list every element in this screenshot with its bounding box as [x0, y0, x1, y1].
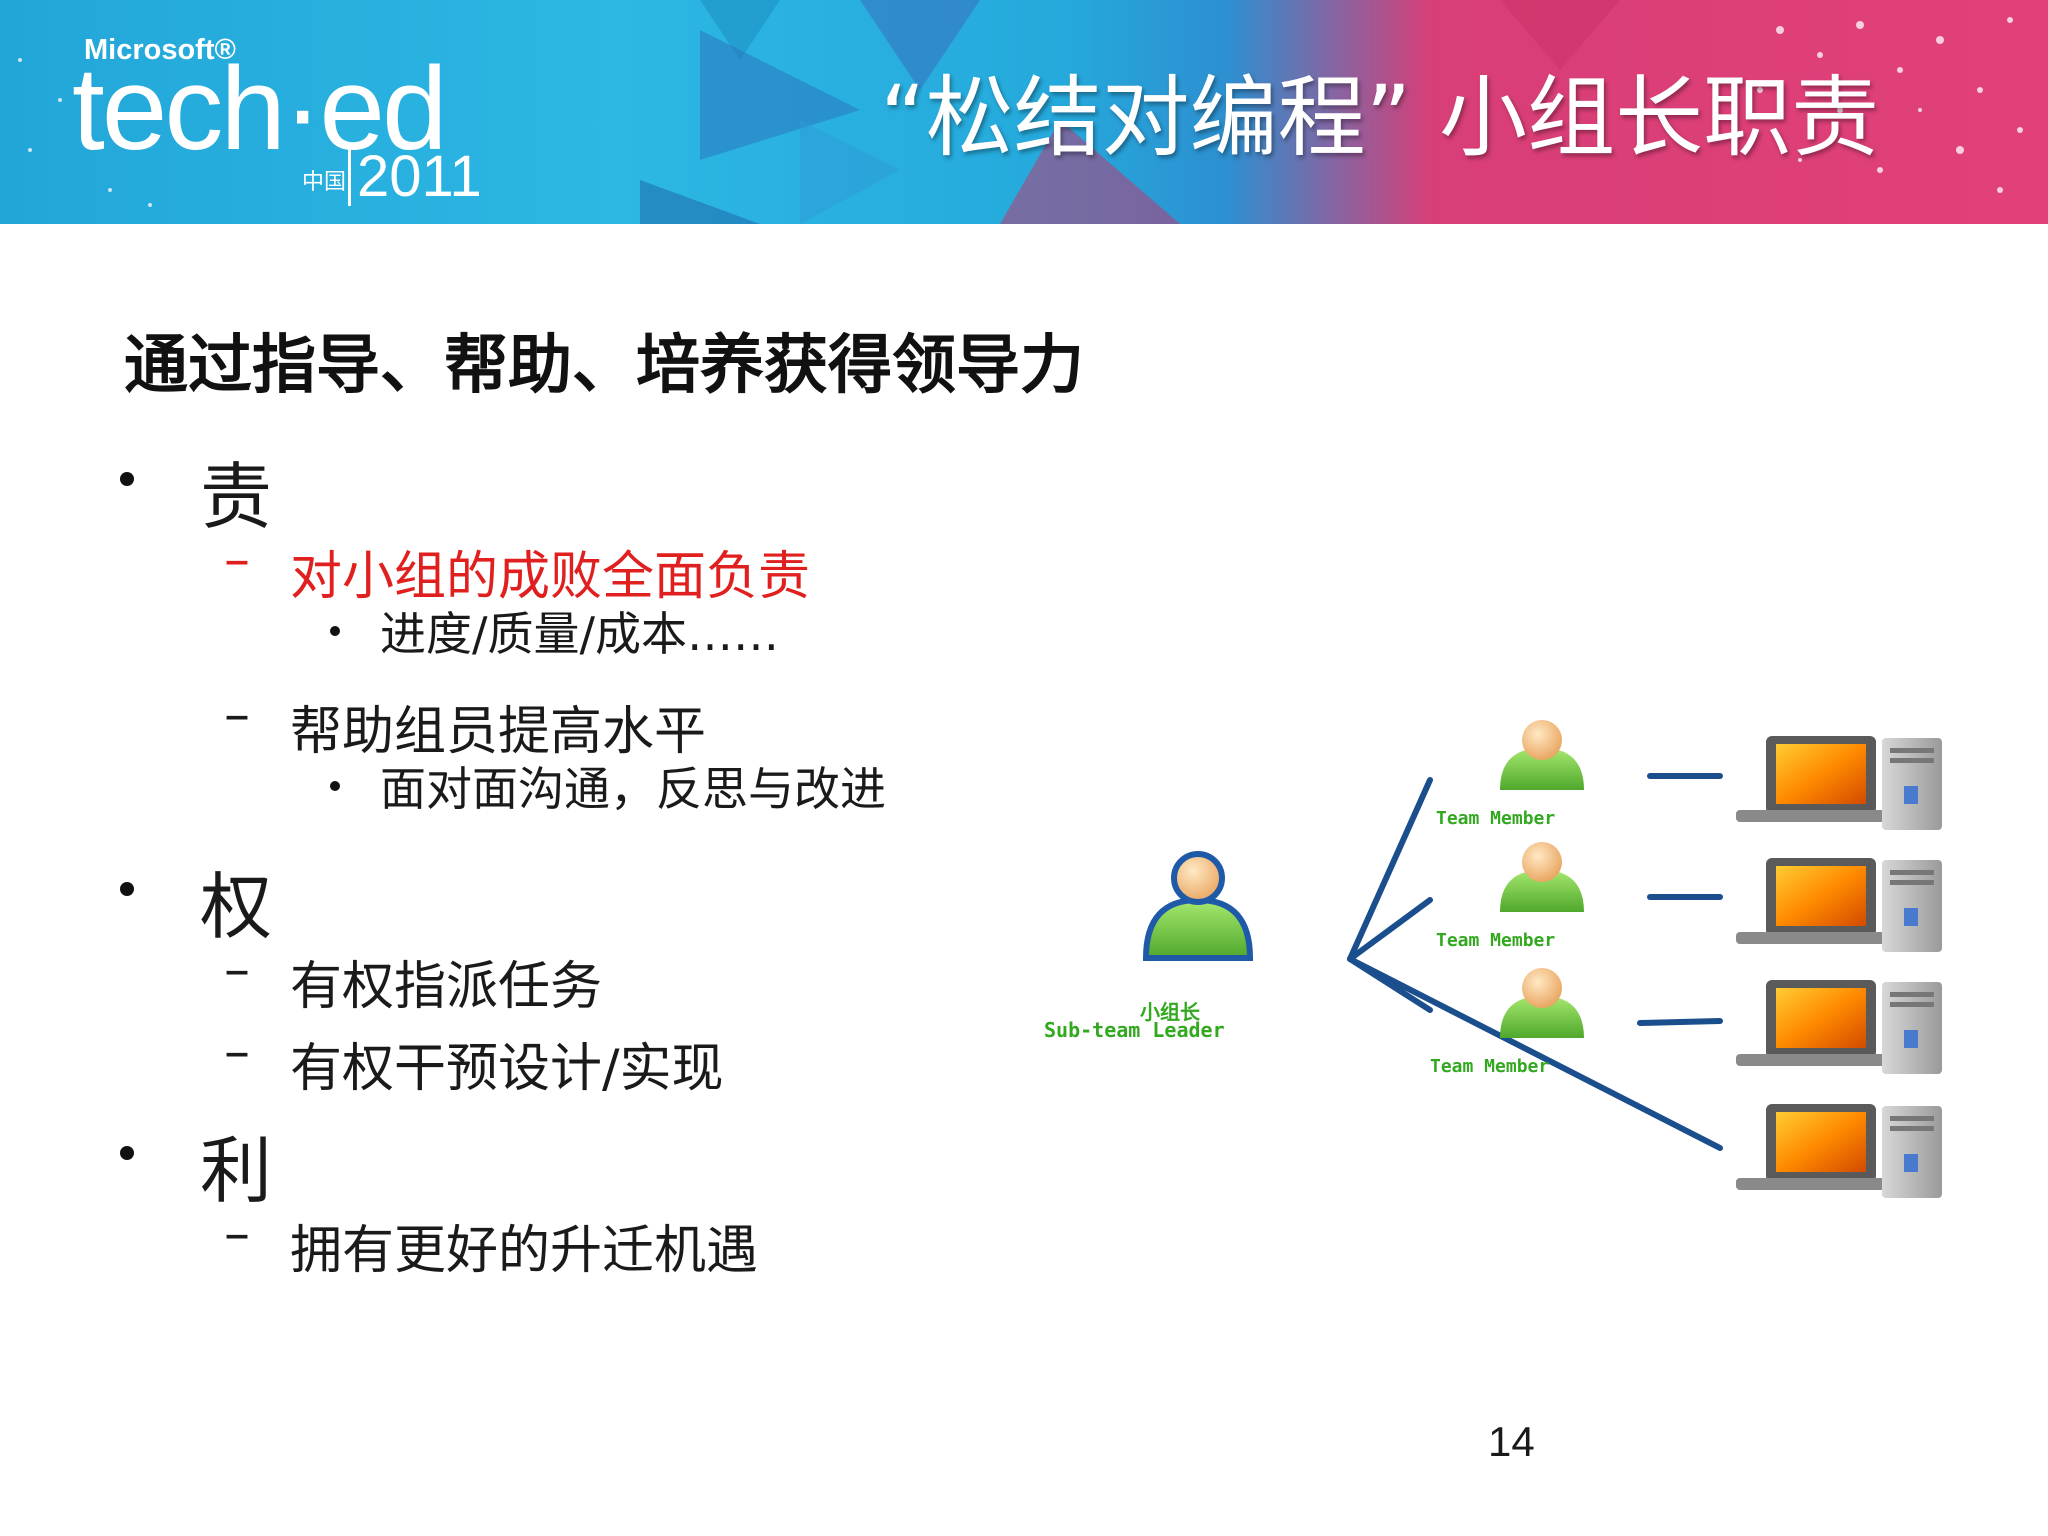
diagram-graphics: [1142, 720, 1942, 1198]
bullet-text: 进度/质量/成本……: [380, 607, 779, 661]
dash-mark: –: [224, 1204, 250, 1264]
leader-label-en: Sub-team Leader: [1044, 1018, 1225, 1042]
bullet-text: 责: [200, 455, 273, 539]
logo-year: 2011: [348, 148, 482, 206]
computer-icon-3: [1736, 980, 1942, 1074]
header-banner: Microsoft® tech·ed 中国 2011 “松结对编程” 小组长职责: [0, 0, 2048, 224]
bullet-dot: [330, 781, 340, 791]
bullet-dot: [120, 1146, 134, 1160]
member-label-1: Team Member: [1436, 808, 1556, 829]
computer-icon-1: [1736, 736, 1942, 830]
bullet-text: 拥有更好的升迁机遇: [290, 1221, 759, 1281]
banner-decoration: [18, 0, 2023, 224]
bullet-dot: [120, 882, 134, 896]
member-label-2: Team Member: [1436, 930, 1556, 951]
dash-mark: –: [224, 530, 250, 590]
logo-name: tech·ed: [72, 43, 448, 175]
dash-mark: –: [224, 1022, 250, 1082]
bullet-text: 面对面沟通，反思与改进: [380, 762, 886, 816]
slide-title: “松结对编程” 小组长职责: [880, 66, 1880, 169]
computer-icon-4: [1736, 1104, 1942, 1198]
bullet-text: 利: [200, 1129, 273, 1213]
team-structure-diagram: 小组长 Sub-team Leader Team Member Team Mem…: [1030, 700, 2000, 1210]
bullet-text: 有权指派任务: [290, 957, 603, 1017]
page-number: 14: [1488, 1418, 1535, 1465]
dash-mark: –: [224, 940, 250, 1000]
bullet-dot: [330, 626, 340, 636]
leader-label-cn: 小组长: [1140, 1000, 1200, 1024]
member-person-icon-1: [1500, 720, 1584, 790]
bullet-text: 对小组的成败全面负责: [290, 547, 811, 607]
bullet-text: 帮助组员提高水平: [290, 702, 707, 762]
computer-icon-2: [1736, 858, 1942, 952]
dash-mark: –: [224, 685, 250, 745]
bullet-dot: [120, 472, 134, 486]
logo-company: Microsoft®: [84, 34, 236, 66]
member-label-3: Team Member: [1430, 1056, 1550, 1077]
logo-region: 中国: [302, 170, 347, 195]
leader-person-icon: [1142, 851, 1254, 961]
member-person-icon-3: [1500, 968, 1584, 1038]
slide-subtitle: 通过指导、帮助、培养获得领导力: [124, 329, 1084, 403]
bullet-text: 有权干预设计/实现: [290, 1039, 724, 1099]
bullet-text: 权: [200, 865, 273, 949]
member-person-icon-2: [1500, 842, 1584, 912]
